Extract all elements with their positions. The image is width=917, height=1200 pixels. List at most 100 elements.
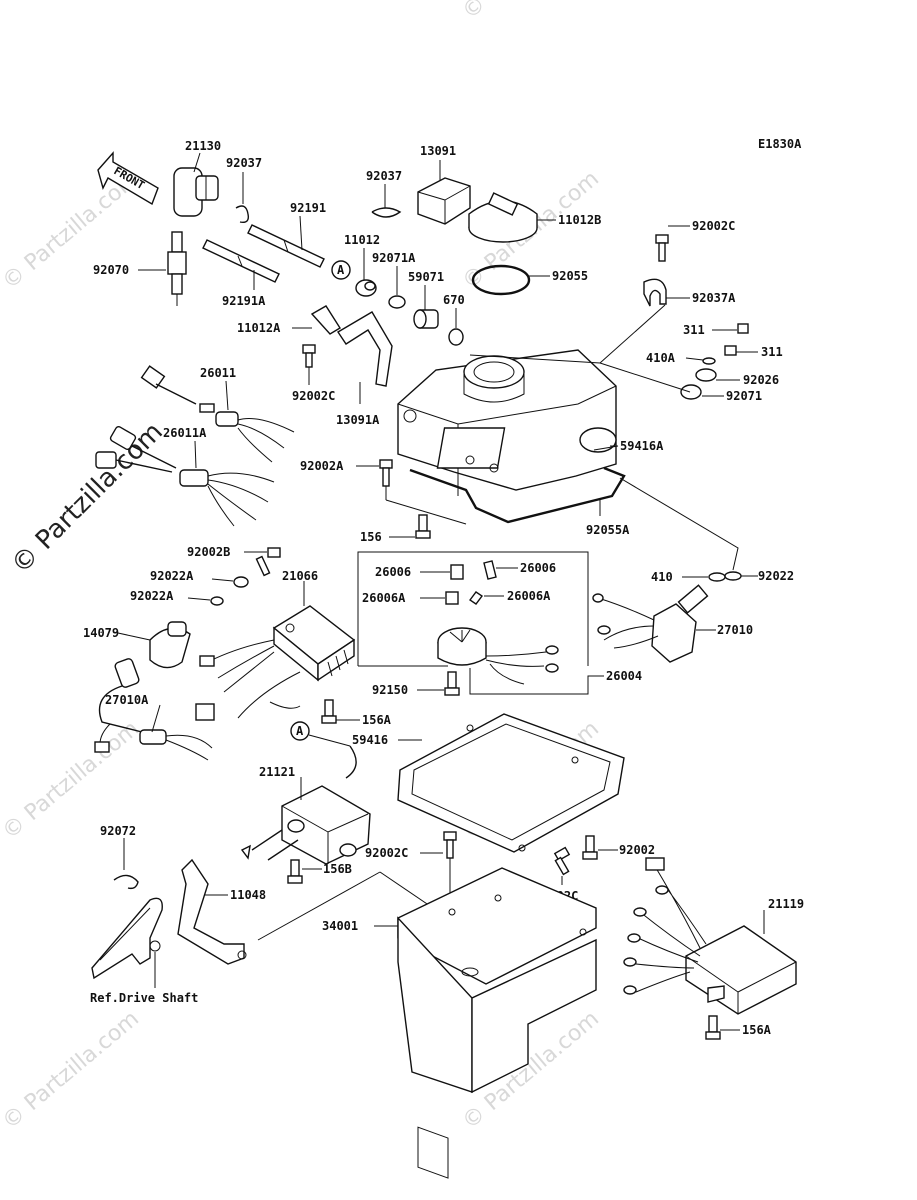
part-label: 92037 bbox=[226, 156, 262, 170]
part-label: 670 bbox=[443, 293, 465, 307]
part-label: 11012B bbox=[558, 213, 601, 227]
group-frame bbox=[357, 551, 589, 666]
part-label: 26004 bbox=[606, 669, 642, 683]
side-watermark: © Partzilla.com bbox=[6, 417, 169, 580]
part-label: 92037 bbox=[366, 169, 402, 183]
part-label: 92022A bbox=[130, 589, 174, 603]
cap-part bbox=[737, 323, 749, 334]
callout-letter: A bbox=[296, 724, 304, 738]
part-label: 26011A bbox=[163, 426, 207, 440]
sensor-part bbox=[94, 658, 213, 761]
bolt-part bbox=[302, 344, 316, 368]
part-label: 92071 bbox=[726, 389, 762, 403]
bolt-part bbox=[321, 699, 337, 724]
callout-a: A bbox=[331, 260, 351, 280]
bolt-part bbox=[443, 831, 457, 859]
clip-part bbox=[113, 874, 139, 890]
drive-shaft-bracket-part bbox=[91, 897, 163, 980]
ignition-coil-part bbox=[240, 745, 371, 865]
bolt-part bbox=[287, 859, 303, 884]
part-label: 92002 bbox=[619, 843, 655, 857]
grommet-part bbox=[695, 368, 717, 382]
switch-part bbox=[149, 621, 191, 669]
part-label: 13091 bbox=[420, 144, 456, 158]
clip-part bbox=[235, 205, 250, 224]
part-label: 27010 bbox=[717, 623, 753, 637]
callout-a: A bbox=[290, 721, 310, 741]
fuse-part bbox=[483, 560, 497, 580]
clamp-part bbox=[643, 278, 667, 307]
diagram-code: E1830A bbox=[758, 137, 802, 151]
fuse-part bbox=[445, 591, 459, 605]
ref-note: Ref.Drive Shaft bbox=[90, 991, 198, 1005]
washer-part bbox=[233, 576, 249, 588]
gasket-part bbox=[409, 466, 626, 524]
part-label: 92191 bbox=[290, 201, 326, 215]
part-label: 13091A bbox=[336, 413, 380, 427]
hose-part bbox=[202, 224, 325, 283]
part-label: 92002A bbox=[300, 459, 344, 473]
part-label: 59416 bbox=[352, 733, 388, 747]
washer-part bbox=[702, 357, 716, 365]
part-label: 92002C bbox=[292, 389, 335, 403]
filler-cap-part bbox=[468, 192, 538, 243]
bolt-part bbox=[379, 459, 393, 487]
bracket-part bbox=[337, 311, 393, 387]
bolt-part bbox=[705, 1015, 721, 1040]
watermark: © Partzilla.com bbox=[458, 0, 604, 25]
part-label: 59071 bbox=[408, 270, 444, 284]
bolt-part bbox=[553, 846, 571, 876]
part-label: 21119 bbox=[768, 897, 804, 911]
fuse-part bbox=[450, 564, 464, 580]
grommet-part bbox=[680, 384, 702, 400]
part-label: 92150 bbox=[372, 683, 408, 697]
bracket-part bbox=[177, 858, 247, 965]
part-label: 92055A bbox=[586, 523, 630, 537]
starter-switch-part bbox=[592, 584, 709, 663]
fuse-part bbox=[468, 591, 484, 605]
part-label: 59416A bbox=[620, 439, 664, 453]
part-label: 11012A bbox=[237, 321, 281, 335]
bolt-part bbox=[582, 835, 598, 860]
part-label: 21066 bbox=[282, 569, 318, 583]
part-label: 92022A bbox=[150, 569, 194, 583]
part-label: 92055 bbox=[552, 269, 588, 283]
bolt-part bbox=[415, 514, 431, 539]
spark-plug-part bbox=[167, 231, 187, 306]
part-label: 26006 bbox=[375, 565, 411, 579]
plug-cap-part bbox=[173, 167, 219, 217]
bolt-part bbox=[444, 671, 460, 696]
part-label: 34001 bbox=[322, 919, 358, 933]
relay-part bbox=[437, 627, 559, 685]
cap-part bbox=[724, 345, 737, 356]
part-label: 26006 bbox=[520, 561, 556, 575]
part-label: 26006A bbox=[507, 589, 551, 603]
part-label: 26011 bbox=[200, 366, 236, 380]
part-label: 92072 bbox=[100, 824, 136, 838]
watermark: © Partzilla.com bbox=[0, 1006, 144, 1134]
part-label: 92026 bbox=[743, 373, 779, 387]
washer-part bbox=[724, 571, 742, 581]
cdi-unit-part bbox=[623, 857, 797, 1015]
harness-part bbox=[95, 365, 295, 527]
clip-part bbox=[371, 207, 402, 218]
part-label: 92037A bbox=[692, 291, 736, 305]
part-label: 156A bbox=[742, 1023, 772, 1037]
part-label: 410A bbox=[646, 351, 676, 365]
part-label: 410 bbox=[651, 570, 673, 584]
part-label: 14079 bbox=[83, 626, 119, 640]
part-label: 156B bbox=[323, 862, 352, 876]
regulator-part bbox=[195, 605, 356, 721]
part-label: 311 bbox=[761, 345, 783, 359]
o-ring-part bbox=[471, 264, 531, 296]
part-label: 92070 bbox=[93, 263, 129, 277]
washer-part bbox=[210, 596, 224, 606]
part-label: 21130 bbox=[185, 139, 221, 153]
part-label: 311 bbox=[683, 323, 705, 337]
part-label: 21121 bbox=[259, 765, 295, 779]
grommet-part bbox=[355, 279, 377, 297]
cap-part bbox=[310, 305, 341, 335]
fitting-part bbox=[413, 309, 439, 329]
electric-case-part bbox=[397, 349, 617, 496]
